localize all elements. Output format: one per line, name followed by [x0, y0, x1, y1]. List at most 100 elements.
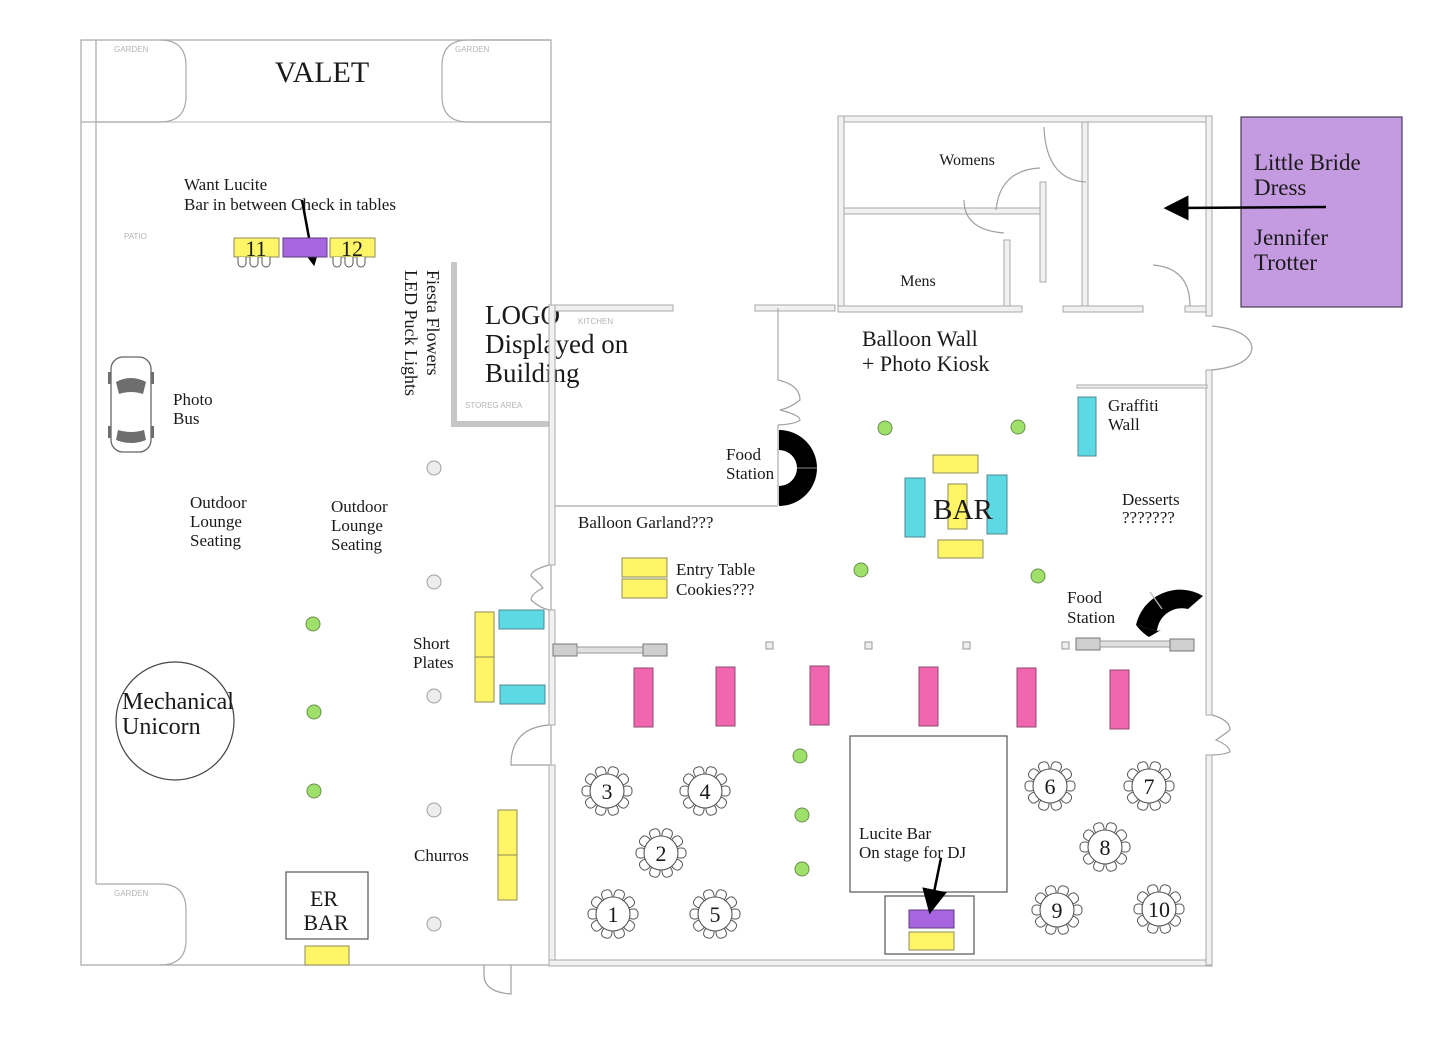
balloon-wall-line1: Balloon Wall [862, 326, 978, 351]
pink-table[interactable] [715, 666, 736, 727]
checkin-table-12[interactable]: 12 [329, 236, 376, 268]
graffiti-wall[interactable] [1077, 396, 1097, 457]
food-station-2[interactable] [1136, 589, 1203, 631]
car-icon [108, 356, 154, 453]
graffiti-line2: Wall [1108, 415, 1140, 434]
mens-label: Mens [900, 273, 936, 290]
entry-table-line1: Entry Table [676, 560, 755, 579]
round-table-6[interactable]: 6 [1024, 761, 1076, 812]
womens-label: Womens [939, 152, 995, 169]
graffiti-line1: Graffiti [1108, 396, 1159, 415]
food-station1-line2: Station [726, 464, 775, 483]
storage-label: STOREG AREA [465, 401, 523, 410]
lucite-stage-line1: Lucite Bar [859, 824, 932, 843]
round-table-10[interactable]: 10 [1133, 884, 1185, 935]
table-top [595, 896, 631, 932]
pink-table[interactable] [809, 665, 830, 726]
table-number: 8 [1100, 835, 1111, 860]
round-table-4[interactable]: 4 [679, 766, 731, 817]
round-table-3[interactable]: 3 [581, 766, 633, 817]
door [1152, 264, 1191, 307]
callout-arrow [1163, 195, 1327, 221]
lucite-note-line2: Bar in between Check in tables [184, 195, 396, 214]
stage-arrow [922, 857, 947, 915]
lucite-bar-stage[interactable] [908, 909, 955, 929]
er-bar-line1: ER [310, 886, 338, 911]
door [963, 199, 1005, 234]
round-table-8[interactable]: 8 [1079, 822, 1131, 873]
callout-line2: Dress [1254, 175, 1306, 200]
door [777, 379, 801, 426]
fiesta-line2: LED Puck Lights [401, 270, 421, 396]
kitchen-label: KITCHEN [578, 317, 613, 326]
table-top [1039, 892, 1075, 928]
stage-table[interactable] [908, 931, 955, 951]
puck-light [426, 574, 442, 590]
short-plates-cyan-table[interactable] [499, 684, 546, 705]
table-top [1032, 768, 1068, 804]
pink-table[interactable] [918, 666, 939, 727]
garden-label: GARDEN [114, 889, 148, 898]
door [995, 167, 1041, 211]
garden-label: GARDEN [455, 45, 489, 54]
food-station2-line1: Food [1067, 588, 1102, 607]
round-table-5[interactable]: 5 [689, 889, 741, 940]
short-plates-table[interactable] [474, 611, 495, 658]
churros-table[interactable] [497, 854, 518, 901]
table-top [643, 835, 679, 871]
table-number: 12 [341, 236, 363, 261]
bar-table[interactable] [947, 483, 968, 530]
puck-light [426, 460, 442, 476]
puck-light [426, 802, 442, 818]
bar-cyan-table[interactable] [904, 477, 926, 538]
er-bar[interactable] [285, 871, 369, 940]
round-table-2[interactable]: 2 [635, 828, 687, 879]
outdoor-area-walls [80, 39, 552, 966]
door [1211, 714, 1231, 756]
building-walls [548, 115, 1213, 967]
pink-table[interactable] [1016, 667, 1037, 728]
round-table-9[interactable]: 9 [1031, 885, 1083, 936]
round-table-1[interactable]: 1 [587, 889, 639, 940]
pink-table[interactable] [633, 667, 654, 728]
bar-cyan-table[interactable] [986, 474, 1008, 535]
stage[interactable] [849, 735, 1008, 893]
short-plates-line2: Plates [413, 653, 454, 672]
table-top [697, 896, 733, 932]
checkin-table-11[interactable]: 11 [233, 236, 280, 268]
garden-label: GARDEN [114, 45, 148, 54]
er-bar-table[interactable] [304, 945, 350, 966]
bar-label: BAR [933, 494, 993, 526]
storage-wall [451, 262, 551, 427]
callout-line4: Trotter [1254, 250, 1317, 275]
pink-table[interactable] [1109, 669, 1130, 730]
unicorn-line1: Mechanical [122, 689, 234, 715]
puck-light [426, 688, 442, 704]
entry-table-line2: Cookies??? [676, 580, 754, 599]
table-number: 10 [1148, 897, 1170, 922]
short-plates-table[interactable] [474, 656, 495, 703]
puck-light [426, 916, 442, 932]
bar-table[interactable] [937, 539, 984, 559]
green-light-dot [305, 616, 321, 632]
photo-bus-line2: Bus [173, 409, 199, 428]
entry-table[interactable] [621, 578, 668, 599]
valet-label: VALET [275, 56, 369, 89]
churros-table[interactable] [497, 809, 518, 856]
table-number: 7 [1144, 774, 1155, 799]
door [510, 724, 550, 766]
entry-table[interactable] [621, 557, 668, 578]
lounge2-line1: Outdoor [331, 497, 388, 516]
short-plates-cyan-table[interactable] [498, 609, 545, 630]
logo-line3: Building [485, 358, 580, 388]
green-light-dot [1010, 419, 1026, 435]
round-table-7[interactable]: 7 [1123, 761, 1175, 812]
lucite-note-line1: Want Lucite [184, 175, 267, 194]
mechanical-unicorn-area[interactable] [115, 661, 235, 781]
bar-table[interactable] [932, 454, 979, 474]
green-light-dot [306, 783, 322, 799]
balloon-garland-label: Balloon Garland??? [578, 513, 713, 532]
lucite-bar-checkin[interactable] [282, 237, 328, 258]
